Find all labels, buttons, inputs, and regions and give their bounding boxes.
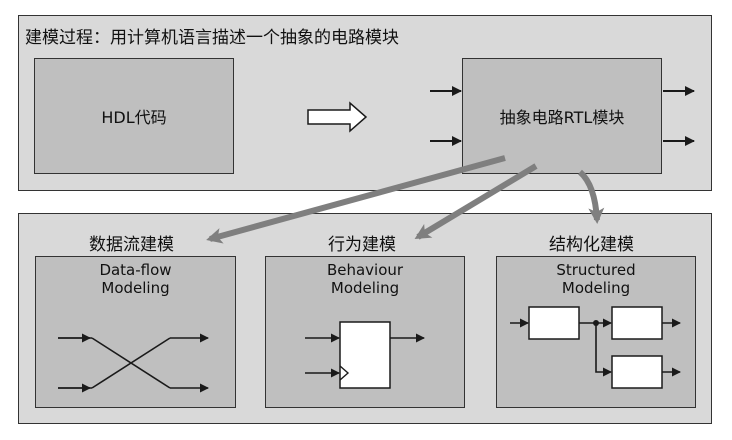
- behaviour-chinese-label: 行为建模: [328, 235, 396, 255]
- dataflow-modeling-box: Data-flow Modeling: [35, 256, 236, 408]
- behaviour-english-line2: Modeling: [330, 279, 400, 297]
- rtl-module-label: 抽象电路RTL模块: [499, 108, 625, 127]
- dataflow-english-label: Data-flow Modeling: [36, 261, 235, 297]
- structured-english-line1: Structured: [556, 261, 636, 279]
- dataflow-english-line1: Data-flow: [99, 261, 172, 279]
- rtl-module-box: 抽象电路RTL模块: [462, 58, 662, 174]
- hdl-code-box: HDL代码: [34, 58, 234, 174]
- dataflow-chinese-label: 数据流建模: [89, 235, 174, 255]
- behaviour-english-line1: Behaviour: [326, 261, 404, 279]
- dataflow-english-line2: Modeling: [101, 279, 170, 297]
- structured-modeling-box: Structured Modeling: [496, 256, 696, 408]
- behaviour-english-label: Behaviour Modeling: [266, 261, 464, 297]
- hdl-code-label: HDL代码: [101, 108, 167, 127]
- structured-english-label: Structured Modeling: [497, 261, 695, 297]
- structured-english-line2: Modeling: [561, 279, 631, 297]
- structured-chinese-label: 结构化建模: [549, 235, 634, 255]
- process-title: 建模过程：用计算机语言描述一个抽象的电路模块: [25, 28, 399, 48]
- behaviour-modeling-box: Behaviour Modeling: [265, 256, 465, 408]
